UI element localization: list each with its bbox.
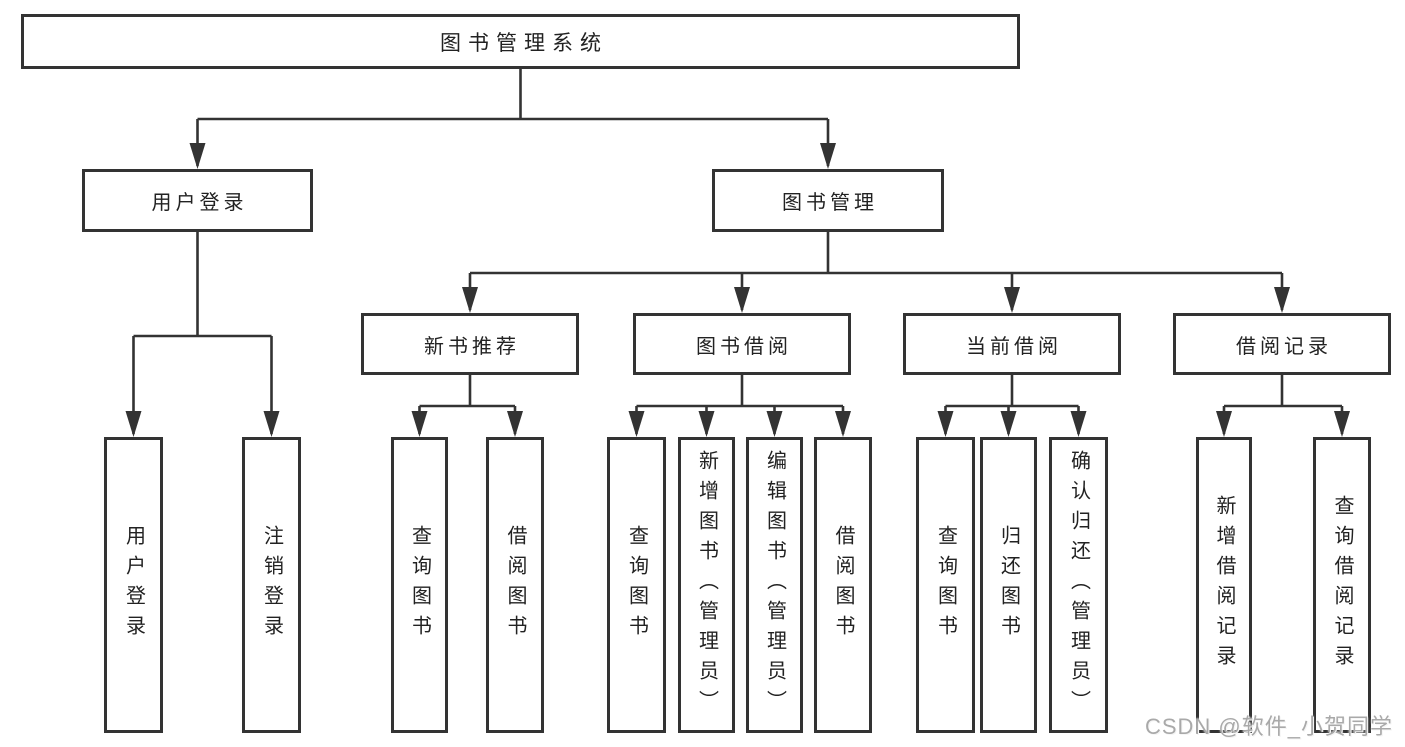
- node-leaf-add-borrow-record: 新增借阅记录: [1196, 437, 1252, 733]
- node-label: 用户登录: [122, 525, 145, 645]
- node-label: 图书管理: [782, 192, 878, 214]
- node-label: 图书管理系统: [440, 31, 608, 55]
- connector-borrowrecords-to-leaves: [1222, 375, 1344, 434]
- node-root: 图书管理系统: [21, 14, 1020, 69]
- connector-newbookrec-to-leaves: [418, 375, 517, 434]
- node-label: 用户登录: [151, 192, 248, 214]
- node-label: 新增借阅记录: [1213, 495, 1235, 675]
- node-label: 查询图书: [408, 525, 431, 645]
- arrowhead: [1004, 287, 1020, 313]
- node-leaf-return-books: 归还图书: [980, 437, 1037, 733]
- arrowhead: [628, 411, 645, 437]
- node-leaf-borrow-books-1: 借阅图书: [486, 437, 544, 733]
- node-leaf-edit-books-admin: 编辑图书（管理员）: [746, 437, 803, 733]
- node-leaf-query-books-3: 查询图书: [916, 437, 975, 733]
- arrowhead: [698, 411, 715, 437]
- arrowhead: [835, 411, 851, 437]
- arrowhead: [462, 287, 478, 313]
- arrowhead: [766, 411, 783, 437]
- node-label: 借阅图书: [504, 525, 526, 645]
- node-label: 归还图书: [997, 525, 1020, 645]
- node-borrowing-records: 借阅记录: [1173, 313, 1391, 375]
- arrowhead: [507, 411, 523, 437]
- arrowhead: [263, 411, 280, 437]
- node-leaf-logout: 注销登录: [242, 437, 301, 733]
- arrowhead: [1216, 411, 1232, 437]
- arrowhead: [189, 143, 206, 169]
- node-book-management: 图书管理: [712, 169, 944, 232]
- arrowhead: [411, 411, 428, 437]
- node-label: 新书推荐: [424, 335, 520, 358]
- node-label: 图书借阅: [696, 335, 792, 358]
- connector-bookmgmt-to-level3: [468, 232, 1284, 310]
- node-label: 借阅记录: [1236, 335, 1332, 358]
- node-user-login-branch: 用户登录: [82, 169, 313, 232]
- node-leaf-query-borrow-record: 查询借阅记录: [1313, 437, 1371, 733]
- node-leaf-add-books-admin: 新增图书（管理员）: [678, 437, 735, 733]
- arrowhead: [734, 287, 750, 313]
- arrowhead: [820, 143, 836, 169]
- node-leaf-borrow-books-2: 借阅图书: [814, 437, 872, 733]
- node-book-borrowing: 图书借阅: [633, 313, 851, 375]
- connector-userlogin-to-leaves: [132, 232, 273, 434]
- csdn-watermark: CSDN @软件_小贺同学: [1144, 714, 1393, 739]
- node-leaf-query-books-2: 查询图书: [607, 437, 666, 733]
- node-label: 注销登录: [260, 525, 283, 645]
- arrowhead: [1274, 287, 1290, 313]
- node-current-borrowing: 当前借阅: [903, 313, 1121, 375]
- node-new-book-recommend: 新书推荐: [361, 313, 579, 375]
- connector-bookborrow-to-leaves: [635, 375, 845, 434]
- connector-root-to-level2: [196, 69, 830, 166]
- node-label: 查询图书: [934, 525, 957, 645]
- node-label: 确认归还（管理员）: [1067, 450, 1090, 720]
- node-label: 当前借阅: [966, 335, 1062, 358]
- node-label: 借阅图书: [832, 525, 854, 645]
- node-leaf-confirm-return-admin: 确认归还（管理员）: [1049, 437, 1108, 733]
- node-leaf-query-books-1: 查询图书: [391, 437, 448, 733]
- arrowheads: [125, 143, 1350, 437]
- node-leaf-user-login: 用户登录: [104, 437, 163, 733]
- arrowhead: [1334, 411, 1350, 437]
- node-label: 查询借阅记录: [1331, 495, 1353, 675]
- node-label: 编辑图书（管理员）: [763, 450, 786, 720]
- node-label: 新增图书（管理员）: [695, 450, 718, 720]
- node-label: 查询图书: [625, 525, 648, 645]
- arrowhead: [125, 411, 142, 437]
- arrowhead: [1070, 411, 1087, 437]
- arrowhead: [937, 411, 954, 437]
- arrowhead: [1000, 411, 1017, 437]
